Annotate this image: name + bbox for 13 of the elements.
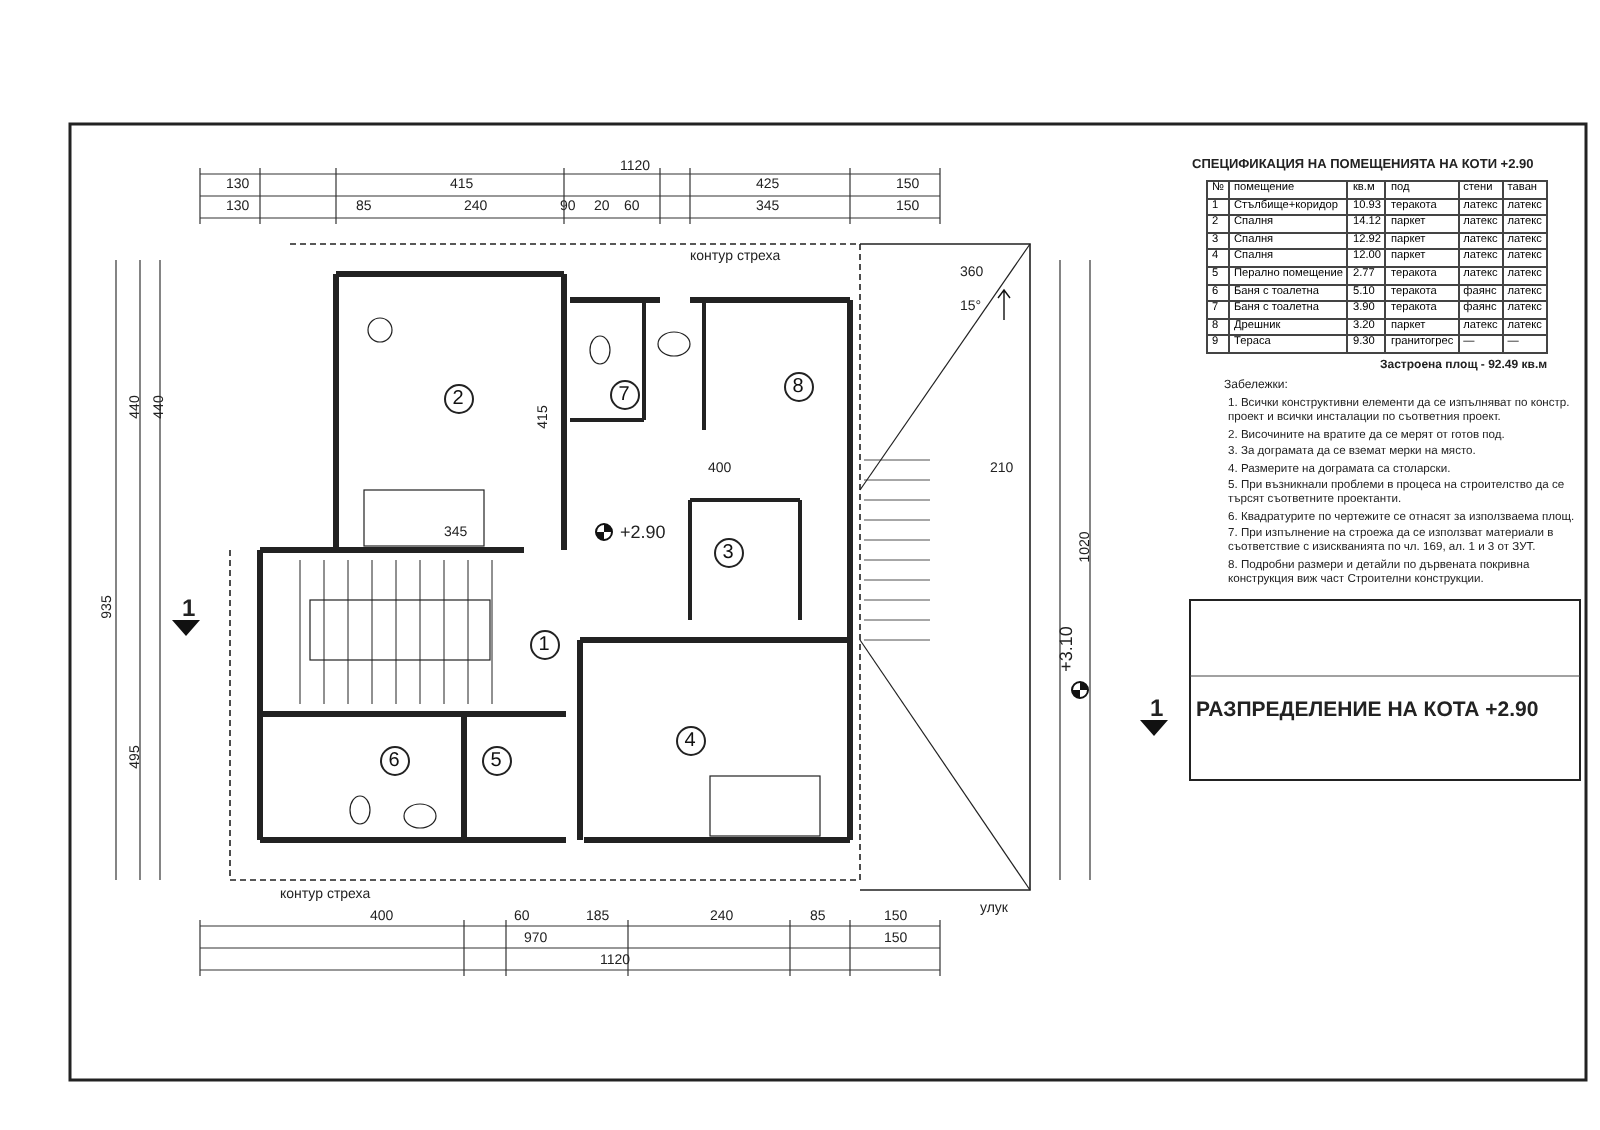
section-label: 1 [1150,696,1164,720]
room-number: 7 [609,379,639,409]
room-number: 4 [675,725,705,755]
room-number: 3 [713,537,743,567]
elevation-label: +3.10 [1057,626,1076,672]
room-number: 8 [783,371,813,401]
room-number: 1 [529,629,559,659]
room-number: 5 [481,745,511,775]
room-number: 2 [443,383,473,413]
section-label: 1 [182,596,196,620]
elevation-label: +2.90 [620,524,666,542]
room-number: 6 [379,745,409,775]
drawing-title: РАЗПРЕДЕЛЕНИЕ НА КОТА +2.90 [1196,700,1539,721]
